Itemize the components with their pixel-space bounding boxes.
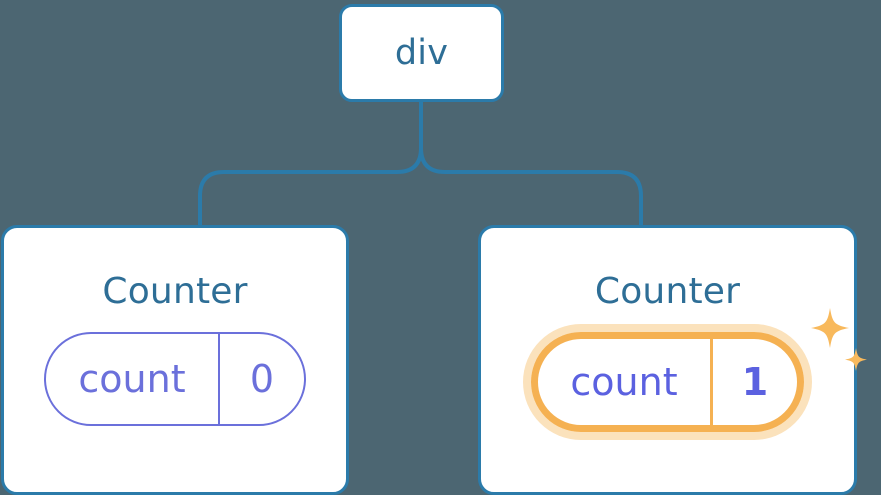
node-div[interactable]: div <box>339 4 504 102</box>
node-counter-right-label: Counter <box>594 271 741 312</box>
state-pill-wrap-right: count 1 <box>531 308 867 432</box>
state-value-left: 0 <box>218 334 304 424</box>
node-div-label: div <box>394 32 449 73</box>
node-counter-left[interactable]: Counter count 0 <box>1 225 349 495</box>
state-pill-right[interactable]: count 1 <box>531 332 804 432</box>
node-counter-left-label: Counter <box>102 271 248 312</box>
node-counter-right[interactable]: Counter count 1 <box>478 225 867 495</box>
state-value-right: 1 <box>710 339 797 425</box>
sparkle-large-icon <box>811 308 849 348</box>
state-pill-wrap-left: count 0 <box>44 332 306 426</box>
state-key-right: count <box>570 360 678 404</box>
state-key-left: count <box>78 357 186 401</box>
state-pill-left[interactable]: count 0 <box>44 332 306 426</box>
